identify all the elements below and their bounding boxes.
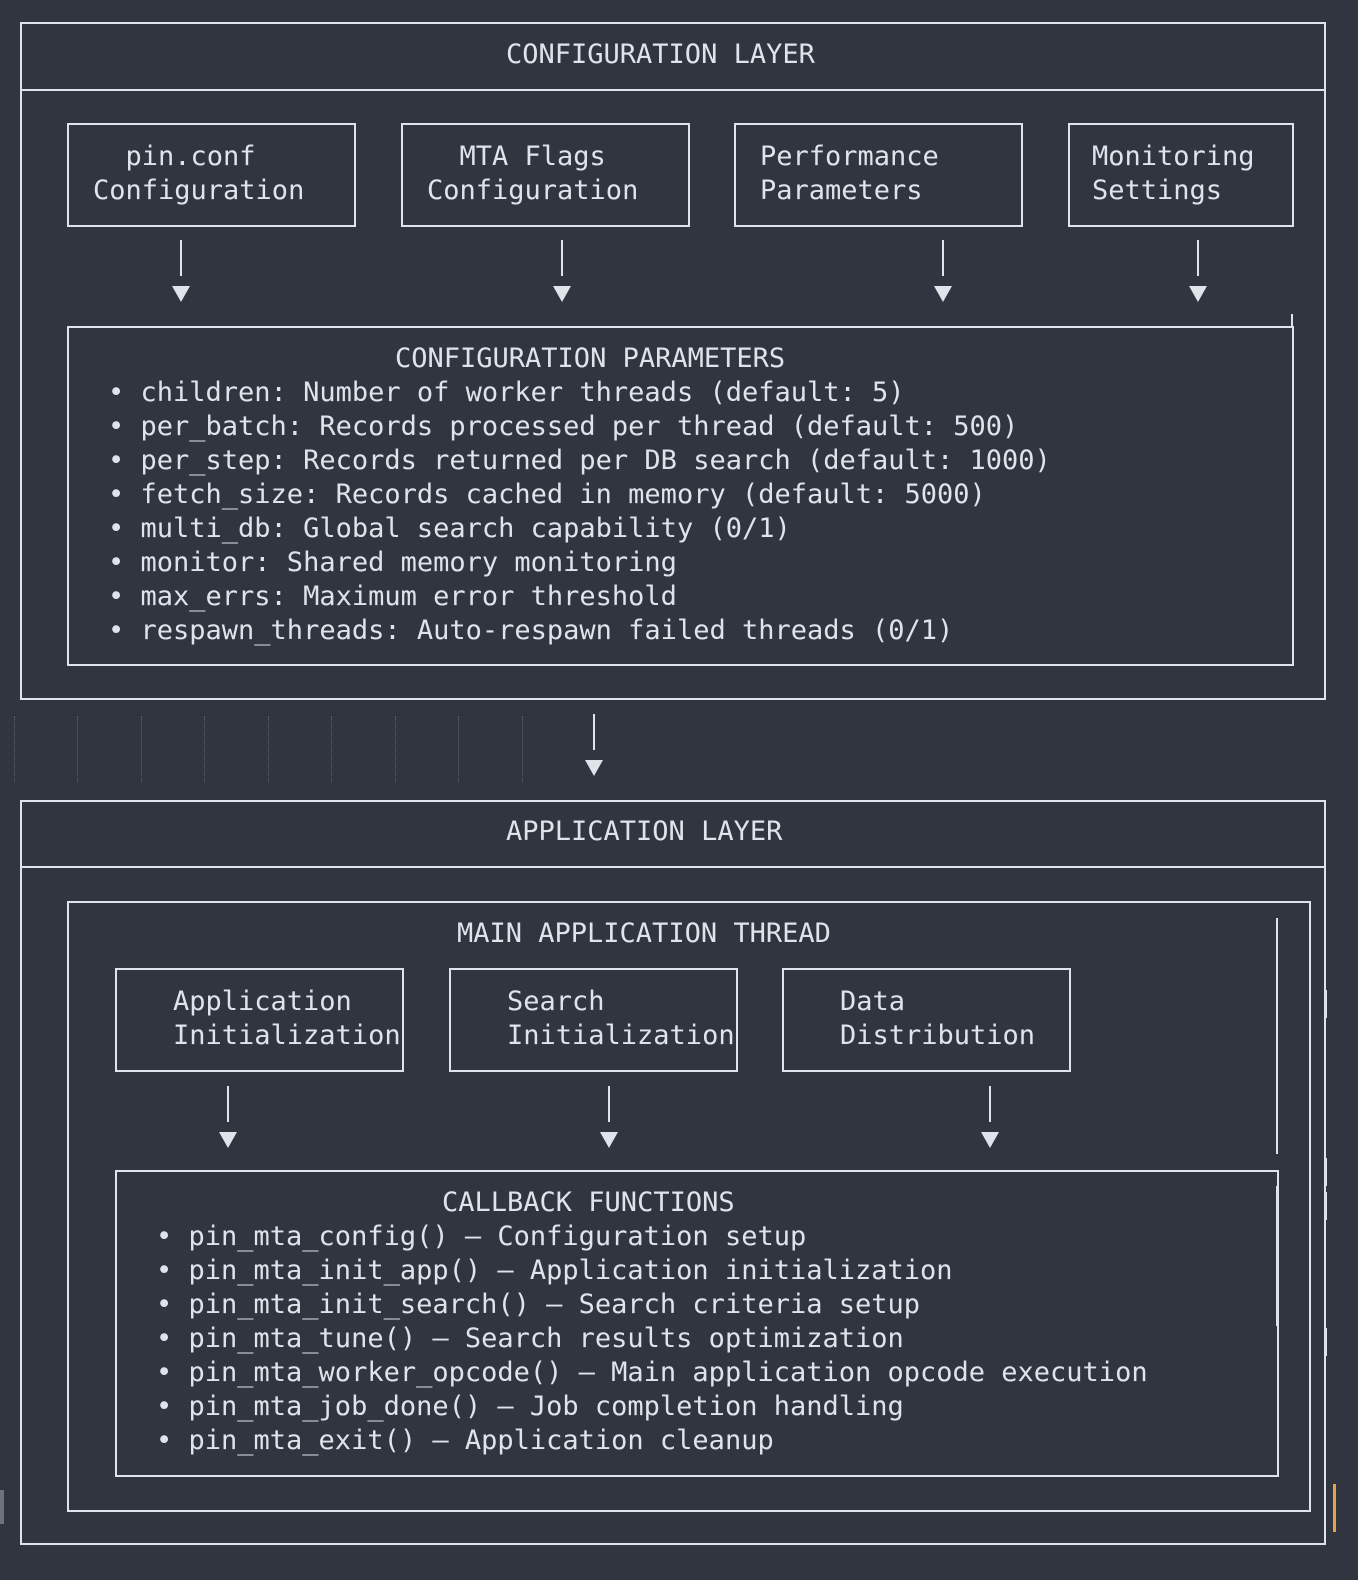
ascii-fragment: [1325, 1158, 1327, 1186]
scroll-edge-mark: [0, 1490, 4, 1524]
callback-item-config: • pin_mta_config() – Configuration setup: [156, 1221, 807, 1252]
ascii-fragment: [1325, 1192, 1327, 1220]
ascii-fragment: [1309, 1056, 1311, 1084]
performance-line2: Parameters: [760, 175, 923, 206]
arrow-down-icon: [978, 1086, 1002, 1148]
app-init-line1: Application: [173, 986, 352, 1017]
configuration-parameters-title: CONFIGURATION PARAMETERS: [395, 343, 786, 374]
dotted-guide: [268, 716, 269, 782]
callback-item-job-done: • pin_mta_job_done() – Job completion ha…: [156, 1391, 904, 1422]
dotted-guide: [331, 716, 332, 782]
callback-item-init-search: • pin_mta_init_search() – Search criteri…: [156, 1289, 921, 1320]
configuration-layer-header-divider: [20, 89, 1326, 91]
arrow-down-icon: [216, 1086, 240, 1148]
ascii-fragment: [1309, 1328, 1311, 1356]
param-item-per-step: • per_step: Records returned per DB sear…: [108, 445, 1051, 476]
arrow-down-icon: [1186, 240, 1210, 302]
ascii-fragment: [1309, 960, 1311, 988]
callback-functions-box: [115, 1170, 1279, 1477]
dotted-guide: [204, 716, 205, 782]
pin-conf-line2: Configuration: [93, 175, 305, 206]
ascii-fragment: [1309, 1090, 1311, 1118]
param-item-monitor: • monitor: Shared memory monitoring: [108, 547, 677, 578]
ascii-fragment: [1309, 1294, 1311, 1322]
main-application-thread-box: [67, 901, 1311, 1512]
param-item-multi-db: • multi_db: Global search capability (0/…: [108, 513, 791, 544]
ascii-fragment: [1276, 1186, 1278, 1326]
callback-functions-list: • pin_mta_config() – Configuration setup…: [156, 1220, 1148, 1458]
data-dist-line2: Distribution: [840, 1020, 1036, 1051]
params-box-corner-tick: [1291, 314, 1293, 328]
ascii-fragment: [1325, 1328, 1327, 1356]
callback-item-init-app: • pin_mta_init_app() – Application initi…: [156, 1255, 953, 1286]
monitoring-settings-box: Monitoring Settings: [1068, 123, 1294, 227]
data-distribution-box: Data Distribution: [782, 968, 1071, 1072]
callback-item-tune: • pin_mta_tune() – Search results optimi…: [156, 1323, 904, 1354]
arrow-down-icon: [550, 240, 574, 302]
mta-flags-configuration-box: MTA Flags Configuration: [401, 123, 690, 227]
pin-conf-line1: pin.conf: [93, 141, 256, 172]
app-init-line2: Initialization: [173, 1020, 401, 1051]
configuration-layer: [20, 22, 1326, 700]
arrow-down-icon: [597, 1086, 621, 1148]
ascii-fragment: [1309, 1022, 1311, 1050]
param-item-respawn-threads: • respawn_threads: Auto-respawn failed t…: [108, 615, 954, 646]
param-item-fetch-size: • fetch_size: Records cached in memory (…: [108, 479, 986, 510]
dotted-guide: [395, 716, 396, 782]
ascii-fragment: [1309, 1124, 1311, 1152]
performance-line1: Performance: [760, 141, 939, 172]
arrow-down-icon: [169, 240, 193, 302]
configuration-parameters-list: • children: Number of worker threads (de…: [108, 376, 1051, 648]
monitoring-line1: Monitoring: [1092, 141, 1255, 172]
search-init-line1: Search: [507, 986, 605, 1017]
dotted-guide: [141, 716, 142, 782]
dotted-guide: [77, 716, 78, 782]
callback-item-worker-opcode: • pin_mta_worker_opcode() – Main applica…: [156, 1357, 1148, 1388]
application-initialization-box: Application Initialization: [115, 968, 404, 1072]
param-item-max-errs: • max_errs: Maximum error threshold: [108, 581, 677, 612]
callback-functions-title: CALLBACK FUNCTIONS: [442, 1187, 735, 1218]
ascii-fragment: [1325, 990, 1327, 1018]
main-application-thread-title: MAIN APPLICATION THREAD: [457, 918, 831, 949]
ascii-fragment: [1309, 918, 1311, 954]
ascii-fragment: [115, 1358, 117, 1386]
dotted-guide: [522, 716, 523, 782]
ascii-fragment: [1276, 918, 1278, 1154]
pin-conf-configuration-box: pin.conf Configuration: [67, 123, 356, 227]
search-init-line2: Initialization: [507, 1020, 735, 1051]
arrow-down-icon: [931, 240, 955, 302]
callback-item-exit: • pin_mta_exit() – Application cleanup: [156, 1425, 774, 1456]
dotted-guide: [14, 716, 15, 782]
mta-flags-line2: Configuration: [427, 175, 639, 206]
arrow-down-icon: [582, 714, 606, 776]
search-initialization-box: Search Initialization: [449, 968, 738, 1072]
configuration-parameters-box: [67, 326, 1294, 666]
ascii-fragment: [1309, 1260, 1311, 1288]
monitoring-line2: Settings: [1092, 175, 1223, 206]
dotted-guide: [458, 716, 459, 782]
mta-flags-line1: MTA Flags: [427, 141, 606, 172]
data-dist-line1: Data: [840, 986, 906, 1017]
param-item-children: • children: Number of worker threads (de…: [108, 377, 905, 408]
ascii-fragment: [67, 1358, 69, 1386]
application-layer-title: APPLICATION LAYER: [506, 816, 783, 847]
application-layer-header-divider: [20, 866, 1326, 868]
configuration-layer-title: CONFIGURATION LAYER: [506, 39, 815, 70]
performance-parameters-box: Performance Parameters: [734, 123, 1023, 227]
ascii-fragment: [1309, 1226, 1311, 1254]
ascii-fragment: [20, 1358, 22, 1386]
cursor-mark: [1333, 1484, 1336, 1532]
param-item-per-batch: • per_batch: Records processed per threa…: [108, 411, 1019, 442]
